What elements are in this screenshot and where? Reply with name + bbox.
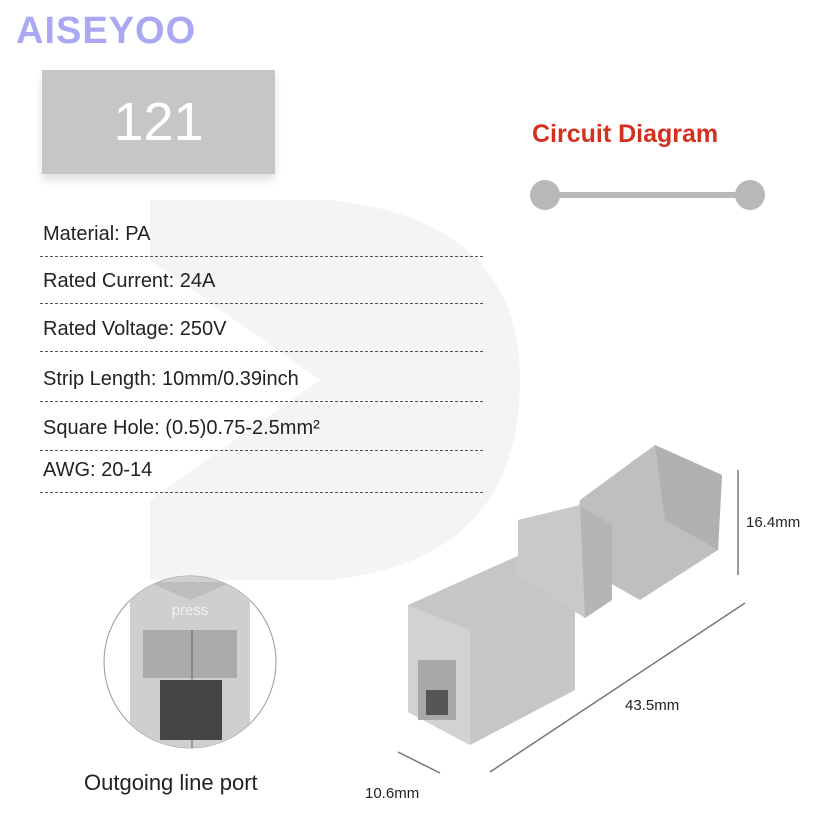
- spec-row-current: Rated Current: 24A: [40, 257, 483, 304]
- circuit-line-icon: [530, 180, 765, 210]
- press-label: press: [172, 602, 209, 619]
- dimension-height: 16.4mm: [746, 514, 801, 531]
- model-number: 121: [113, 92, 204, 152]
- dimension-length: 43.5mm: [625, 697, 680, 714]
- circuit-diagram-title: Circuit Diagram: [532, 120, 719, 148]
- dimension-width: 10.6mm: [365, 785, 420, 802]
- brand-logo: AISEYOO: [16, 10, 197, 52]
- spec-text: Strip Length: 10mm/0.39inch: [43, 368, 299, 390]
- spec-row-strip-length: Strip Length: 10mm/0.39inch: [40, 355, 483, 402]
- spec-row-awg: AWG: 20-14: [40, 446, 483, 493]
- spec-row-material: Material: PA: [40, 210, 483, 257]
- spec-text: AWG: 20-14: [43, 459, 153, 481]
- closeup-caption: Outgoing line port: [84, 770, 258, 795]
- model-number-box: 121: [42, 70, 275, 174]
- spec-text: Rated Current: 24A: [43, 270, 216, 292]
- outgoing-port-closeup: press: [103, 575, 277, 749]
- spec-row-voltage: Rated Voltage: 250V: [40, 305, 483, 352]
- watermark-shape: [150, 200, 520, 580]
- spec-text: Material: PA: [43, 223, 151, 245]
- spec-row-square-hole: Square Hole: (0.5)0.75-2.5mm²: [40, 404, 483, 451]
- connector-product-image: [397, 445, 746, 774]
- spec-text: Rated Voltage: 250V: [43, 318, 227, 340]
- spec-text: Square Hole: (0.5)0.75-2.5mm²: [43, 417, 320, 439]
